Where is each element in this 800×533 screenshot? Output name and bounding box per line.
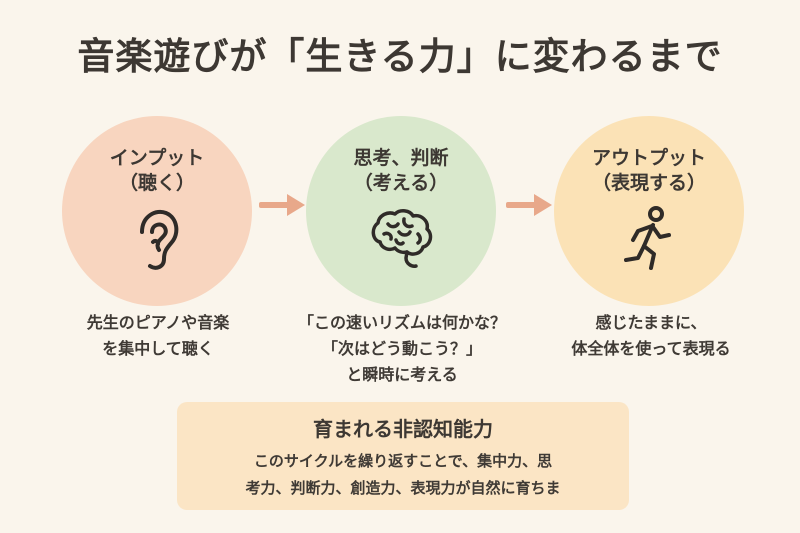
step-input-label: インプット xyxy=(109,147,205,169)
page-title: 音楽遊びが「生きる力」に変わるまで xyxy=(77,35,723,78)
summary-box: 育まれる非認知能力 このサイクルを繰り返すことで、集中力、思 考力、判断力、創造… xyxy=(177,402,629,510)
step-input-description: 先生のピアノや音楽 を集中して聴く xyxy=(40,310,276,362)
step-output-sublabel: （表現する） xyxy=(591,172,706,194)
step-think-description: 「この速いリズムは何かな？ 「次はどう動こう？」 と瞬時に考える xyxy=(282,310,522,388)
running-person-icon xyxy=(624,206,671,270)
description-line: と瞬時に考える xyxy=(346,365,458,384)
ear-icon xyxy=(140,210,179,270)
step-input-sublabel: （聴く） xyxy=(118,172,195,194)
description-line: 先生のピアノや音楽 xyxy=(86,313,230,332)
step-think-circle: 思考、判断 （考える） xyxy=(306,116,496,306)
description-line: 「この速いリズムは何かな？ xyxy=(297,313,506,332)
summary-title: 育まれる非認知能力 xyxy=(313,417,493,441)
step-output-label: アウトプット xyxy=(591,147,706,169)
step-think-sublabel: （考える） xyxy=(353,172,449,194)
brain-icon xyxy=(371,209,433,268)
step-input-circle: インプット （聴く） xyxy=(62,116,252,306)
arrow-right-icon xyxy=(259,194,305,216)
description-line: 感じたままに、 xyxy=(595,313,707,332)
step-think-label: 思考、判断 xyxy=(353,147,449,169)
arrow-right-icon xyxy=(506,194,552,216)
description-line: を集中して聴く xyxy=(102,339,214,358)
summary-text-line: このサイクルを繰り返すことで、集中力、思 xyxy=(253,452,553,470)
summary-text-line: 考力、判断力、創造力、表現力が自然に育ちま xyxy=(245,479,561,497)
step-output-circle: アウトプット （表現する） xyxy=(554,116,744,306)
description-line: 体全体を使って表現る xyxy=(571,339,731,358)
step-output-description: 感じたままに、 体全体を使って表現る xyxy=(536,310,766,362)
description-line: 「次はどう動こう？」 xyxy=(321,339,482,358)
